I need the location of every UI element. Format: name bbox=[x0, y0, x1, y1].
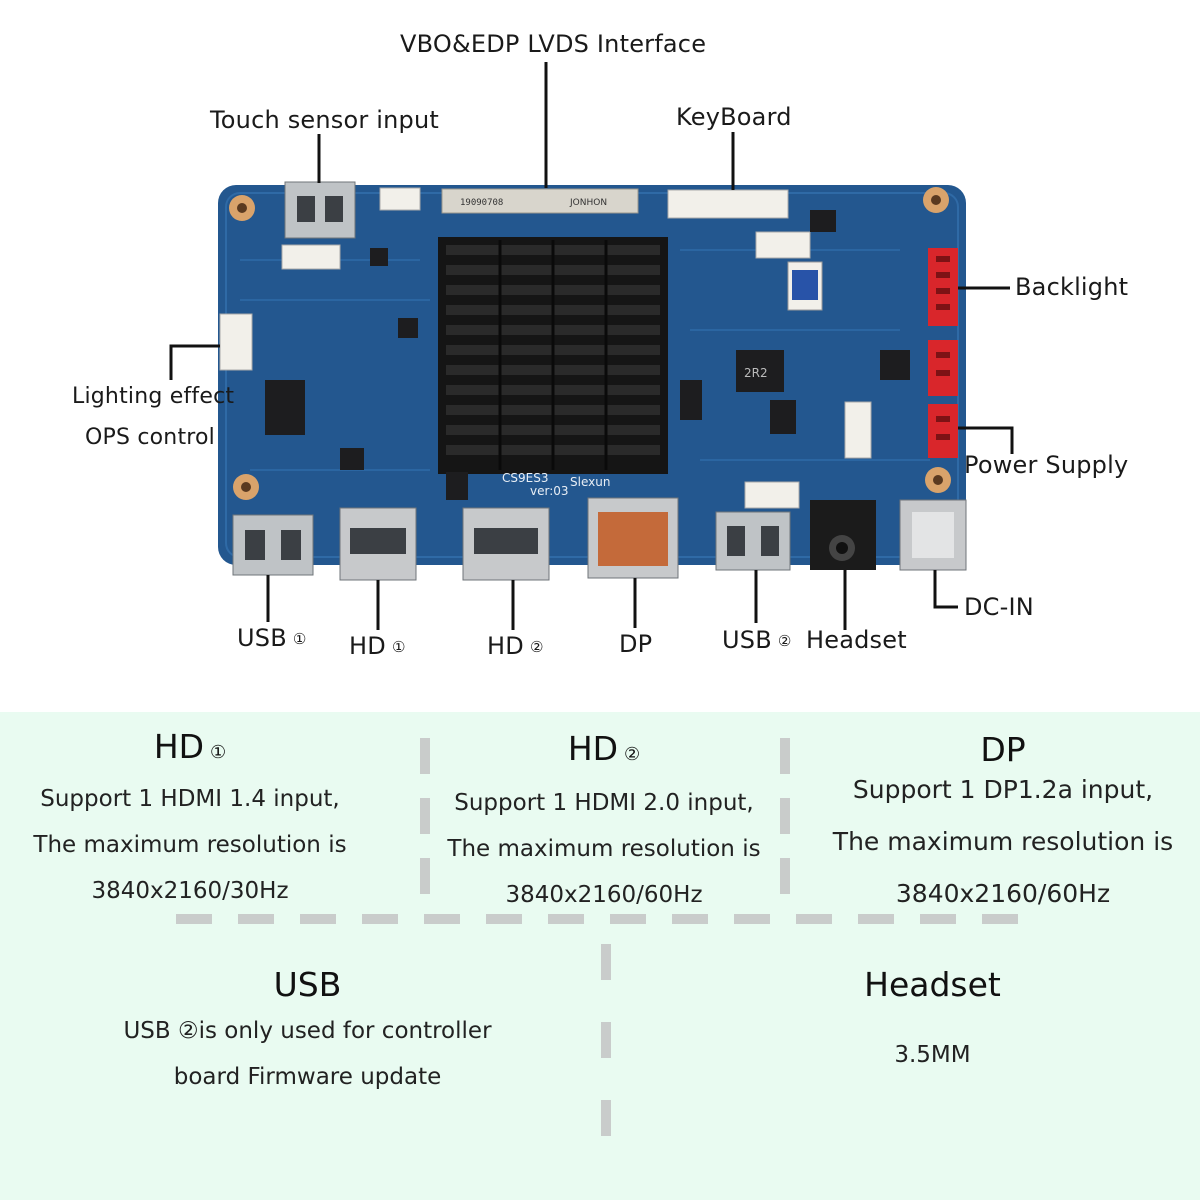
spec-hd1-line2: The maximum resolution is bbox=[33, 832, 347, 858]
label-lighting-effect: Lighting effect bbox=[72, 384, 235, 409]
label-dp: DP bbox=[619, 630, 653, 658]
connector-brand-text: JONHON bbox=[569, 198, 607, 208]
label-ops-control: OPS control bbox=[85, 425, 215, 450]
board-illustration: 19090708 JONHON CS9ES3 bbox=[169, 62, 1014, 630]
label-dc-in: DC-IN bbox=[964, 593, 1034, 621]
label-keyboard: KeyBoard bbox=[676, 103, 792, 131]
spec-dp-title: DP bbox=[980, 730, 1026, 769]
connector-code-text: 19090708 bbox=[460, 198, 503, 208]
lvds-connector bbox=[441, 188, 639, 214]
lighting-connector bbox=[219, 313, 253, 371]
spec-dp-line2: The maximum resolution is bbox=[832, 827, 1174, 856]
spec-dp-line1: Support 1 DP1.2a input, bbox=[852, 775, 1154, 804]
version-text: ver:03 bbox=[530, 484, 569, 498]
spec-hd2-line2: The maximum resolution is bbox=[447, 836, 761, 862]
spec-dp-line3: 3840x2160/60Hz bbox=[895, 879, 1111, 908]
label-vbo-edp-interface: VBO&EDP LVDS Interface bbox=[400, 30, 707, 58]
ic-mark-text: 2R2 bbox=[744, 366, 768, 380]
spec-usb: USB USB ②is only used for controller boa… bbox=[100, 962, 515, 1100]
label-power-supply: Power Supply bbox=[964, 451, 1129, 479]
spec-hd2-line1: Support 1 HDMI 2.0 input, bbox=[454, 790, 754, 816]
label-touch-sensor: Touch sensor input bbox=[210, 106, 440, 134]
power-connector bbox=[928, 404, 958, 458]
heatsink bbox=[438, 237, 668, 474]
spec-usb-title: USB bbox=[273, 965, 342, 1004]
spec-dp: DP Support 1 DP1.2a input, The maximum r… bbox=[808, 728, 1198, 920]
spec-headset-title: Headset bbox=[864, 965, 1001, 1004]
spec-hd2-line3: 3840x2160/60Hz bbox=[505, 882, 703, 908]
spec-hd1-line3: 3840x2160/30Hz bbox=[91, 878, 289, 904]
label-headset: Headset bbox=[806, 626, 907, 654]
mounting-holes bbox=[229, 187, 951, 500]
touch-usb-port bbox=[284, 181, 356, 239]
spec-hd1-line1: Support 1 HDMI 1.4 input, bbox=[40, 786, 340, 812]
brand-text: Slexun bbox=[570, 475, 610, 489]
spec-headset-line1: 3.5MM bbox=[894, 1042, 971, 1068]
red-connectors bbox=[928, 248, 958, 458]
board-diagram: 19090708 JONHON CS9ES3 bbox=[72, 30, 1129, 660]
leader-lines bbox=[169, 62, 1014, 630]
spec-headset: Headset 3.5MM bbox=[780, 962, 1085, 1078]
keyboard-connector bbox=[667, 189, 789, 219]
spec-usb-line1: USB ②is only used for controller bbox=[123, 1018, 492, 1044]
bottom-ports bbox=[232, 497, 967, 581]
label-backlight: Backlight bbox=[1015, 273, 1129, 301]
spec-usb-line2: board Firmware update bbox=[173, 1064, 442, 1090]
chip-model-text: CS9ES3 bbox=[502, 471, 548, 485]
